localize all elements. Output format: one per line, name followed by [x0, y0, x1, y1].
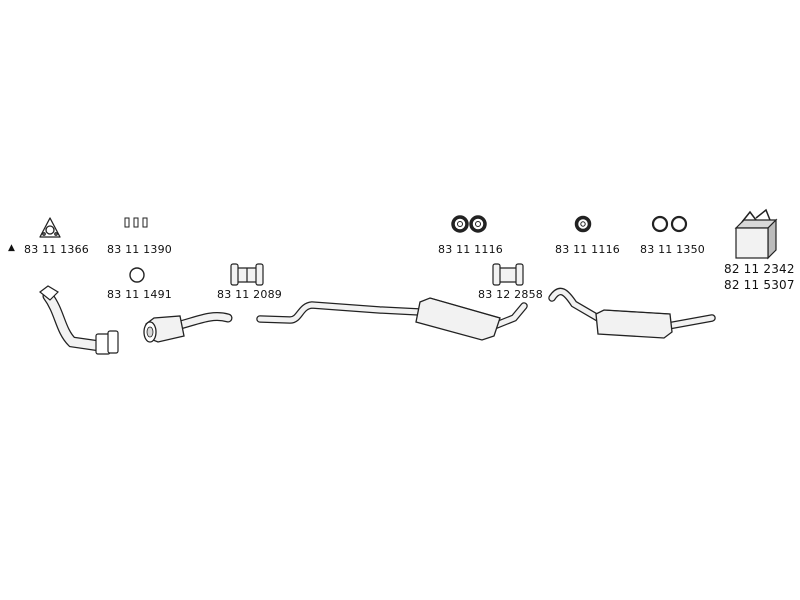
rings-rear-icon	[651, 215, 688, 233]
part-number-ring: 83 11 1491	[107, 288, 172, 301]
ring-icon	[129, 267, 145, 283]
hanger-pair-mid-icon	[451, 215, 487, 233]
part-number-kit-1: 82 11 2342	[724, 262, 795, 276]
rear-silencer-icon	[548, 287, 716, 339]
part-number-bolts: 83 11 1390	[107, 243, 172, 256]
part-number-rings-rear: 83 11 1350	[640, 243, 705, 256]
part-number-gasket: 83 11 1366	[24, 243, 89, 256]
hanger-single-icon	[574, 215, 592, 233]
mounting-kit-icon	[734, 208, 778, 260]
part-number-hanger-single: 83 11 1116	[555, 243, 620, 256]
clamp-front-icon	[230, 263, 264, 286]
part-number-hanger-pair-mid: 83 11 1116	[438, 243, 503, 256]
gasket-icon	[39, 217, 61, 238]
clamp-mid-icon	[492, 263, 524, 286]
front-pipe-icon	[39, 285, 119, 355]
part-number-clamp-mid: 83 12 2858	[478, 288, 543, 301]
catalytic-converter-icon	[143, 312, 233, 343]
part-number-kit-2: 82 11 5307	[724, 278, 795, 292]
part-number-clamp-front: 83 11 2089	[217, 288, 282, 301]
gasket-triangle-marker: ▲	[8, 243, 16, 253]
bolts-icon	[124, 217, 148, 228]
middle-silencer-icon	[256, 297, 528, 341]
